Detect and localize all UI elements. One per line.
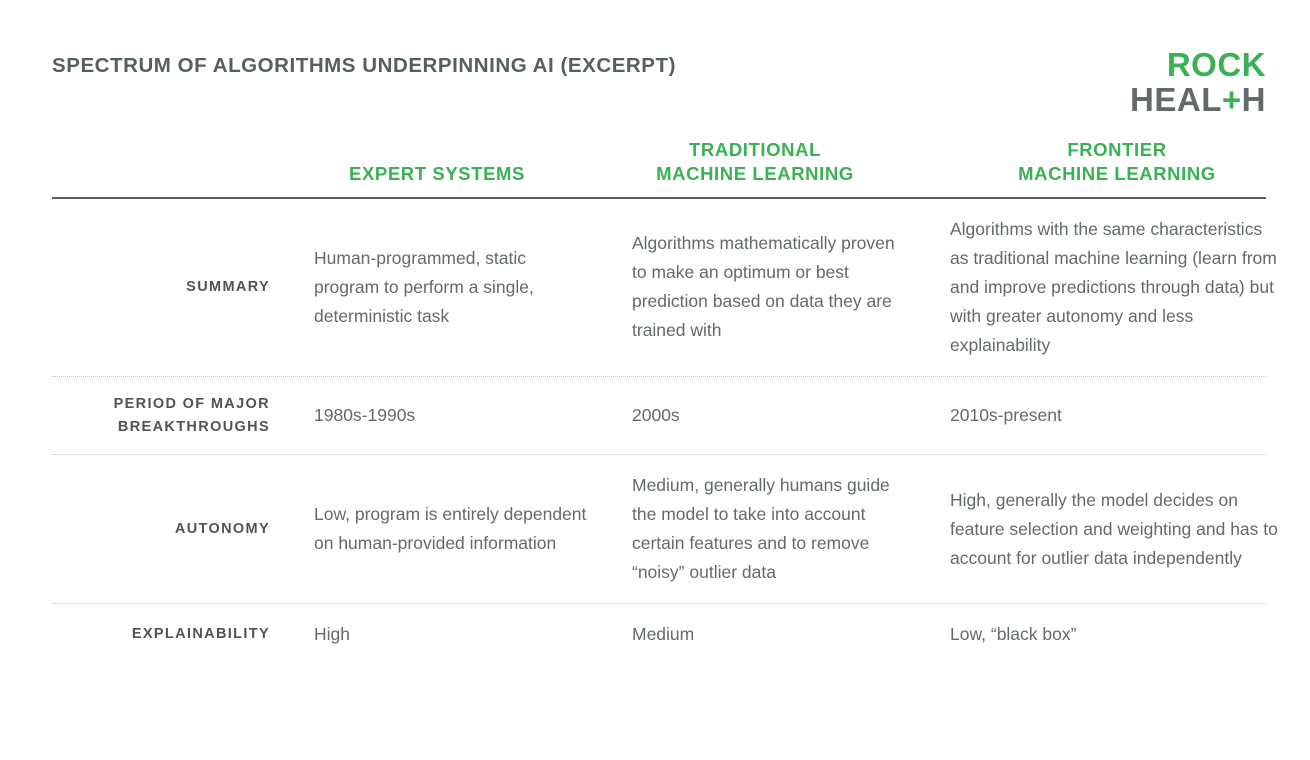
cell-text: 1980s-1990s	[314, 404, 416, 425]
cell-text: Algorithms with the same characteristics…	[950, 218, 1277, 355]
cell-text: High, generally the model decides on fea…	[950, 489, 1278, 568]
column-header-line-1: TRADITIONAL	[689, 139, 821, 160]
table-cell: Medium	[632, 620, 950, 649]
header-divider	[52, 196, 1266, 199]
table-cell: Human-programmed, static program to perf…	[314, 244, 632, 331]
table-cell: 2010s-present	[950, 401, 1284, 430]
cell-text: Low, “black box”	[950, 624, 1077, 645]
row-divider	[52, 376, 1266, 378]
table-cell: Low, program is entirely dependent on hu…	[314, 500, 632, 558]
row-label-line-2: BREAKTHROUGHS	[117, 418, 270, 435]
cell-text: 2000s	[632, 404, 680, 425]
table-cell: High	[314, 620, 632, 649]
cell-text: Low, program is entirely dependent on hu…	[314, 504, 587, 554]
logo-wordmark-rock: ROCK	[1166, 46, 1266, 83]
logo-wordmark-health: HEAL+H	[1130, 83, 1266, 116]
row-label-line-1: SUMMARY	[186, 279, 270, 296]
logo-text-heal: HEAL	[1130, 81, 1222, 118]
column-header-traditional-machine-learning: TRADITIONAL MACHINE LEARNING	[632, 138, 950, 187]
table-cell: Medium, generally humans guide the model…	[632, 471, 950, 587]
plus-icon: +	[1221, 81, 1242, 118]
table-cell: Low, “black box”	[950, 620, 1284, 649]
column-header-line-1: EXPERT SYSTEMS	[349, 163, 525, 185]
row-divider	[52, 603, 1266, 605]
rock-health-logo: ROCK HEAL+H	[1130, 48, 1266, 116]
comparison-table: EXPERT SYSTEMS TRADITIONAL MACHINE LEARN…	[52, 138, 1278, 665]
cell-text: High	[314, 624, 350, 645]
row-label-line-1: EXPLAINABILITY	[131, 626, 270, 643]
table-cell: 1980s-1990s	[314, 401, 632, 430]
row-label-explainability: EXPLAINABILITY	[52, 623, 314, 645]
table-row: PERIOD OF MAJOR BREAKTHROUGHS 1980s-1990…	[52, 377, 1266, 454]
column-header-line-1: FRONTIER	[1067, 139, 1167, 160]
row-divider	[52, 453, 1266, 455]
logo-text-h: H	[1241, 81, 1266, 118]
table-cell: Algorithms with the same characteristics…	[950, 215, 1284, 360]
cell-text: Medium, generally humans guide the model…	[632, 474, 890, 583]
page-header: SPECTRUM OF ALGORITHMS UNDERPINNING AI (…	[52, 48, 1266, 116]
cell-text: 2010s-present	[950, 404, 1062, 425]
table-row: EXPLAINABILITY High Medium Low, “black b…	[52, 604, 1266, 665]
page-title: SPECTRUM OF ALGORITHMS UNDERPINNING AI (…	[52, 54, 676, 77]
table-header-row: EXPERT SYSTEMS TRADITIONAL MACHINE LEARN…	[52, 138, 1266, 197]
column-header-line-2: MACHINE LEARNING	[656, 163, 854, 185]
table-row: SUMMARY Human-programmed, static program…	[52, 199, 1277, 376]
column-header-expert-systems: EXPERT SYSTEMS	[314, 162, 632, 186]
column-header-frontier-machine-learning: FRONTIER MACHINE LEARNING	[950, 138, 1284, 187]
row-label-line-1: AUTONOMY	[174, 520, 270, 537]
cell-text: Medium	[632, 624, 695, 645]
cell-text: Human-programmed, static program to perf…	[314, 247, 534, 326]
table-cell: Algorithms mathematically proven to make…	[632, 229, 950, 345]
table-cell: 2000s	[632, 401, 950, 430]
row-label-summary: SUMMARY	[52, 276, 314, 298]
table-row: AUTONOMY Low, program is entirely depend…	[52, 455, 1278, 603]
cell-text: Algorithms mathematically proven to make…	[632, 233, 895, 341]
row-label-period-of-major-breakthroughs: PERIOD OF MAJOR BREAKTHROUGHS	[52, 393, 314, 438]
row-label-autonomy: AUTONOMY	[52, 518, 314, 540]
table-cell: High, generally the model decides on fea…	[950, 486, 1284, 573]
column-header-line-2: MACHINE LEARNING	[1018, 163, 1216, 185]
row-label-line-1: PERIOD OF MAJOR	[113, 396, 270, 413]
